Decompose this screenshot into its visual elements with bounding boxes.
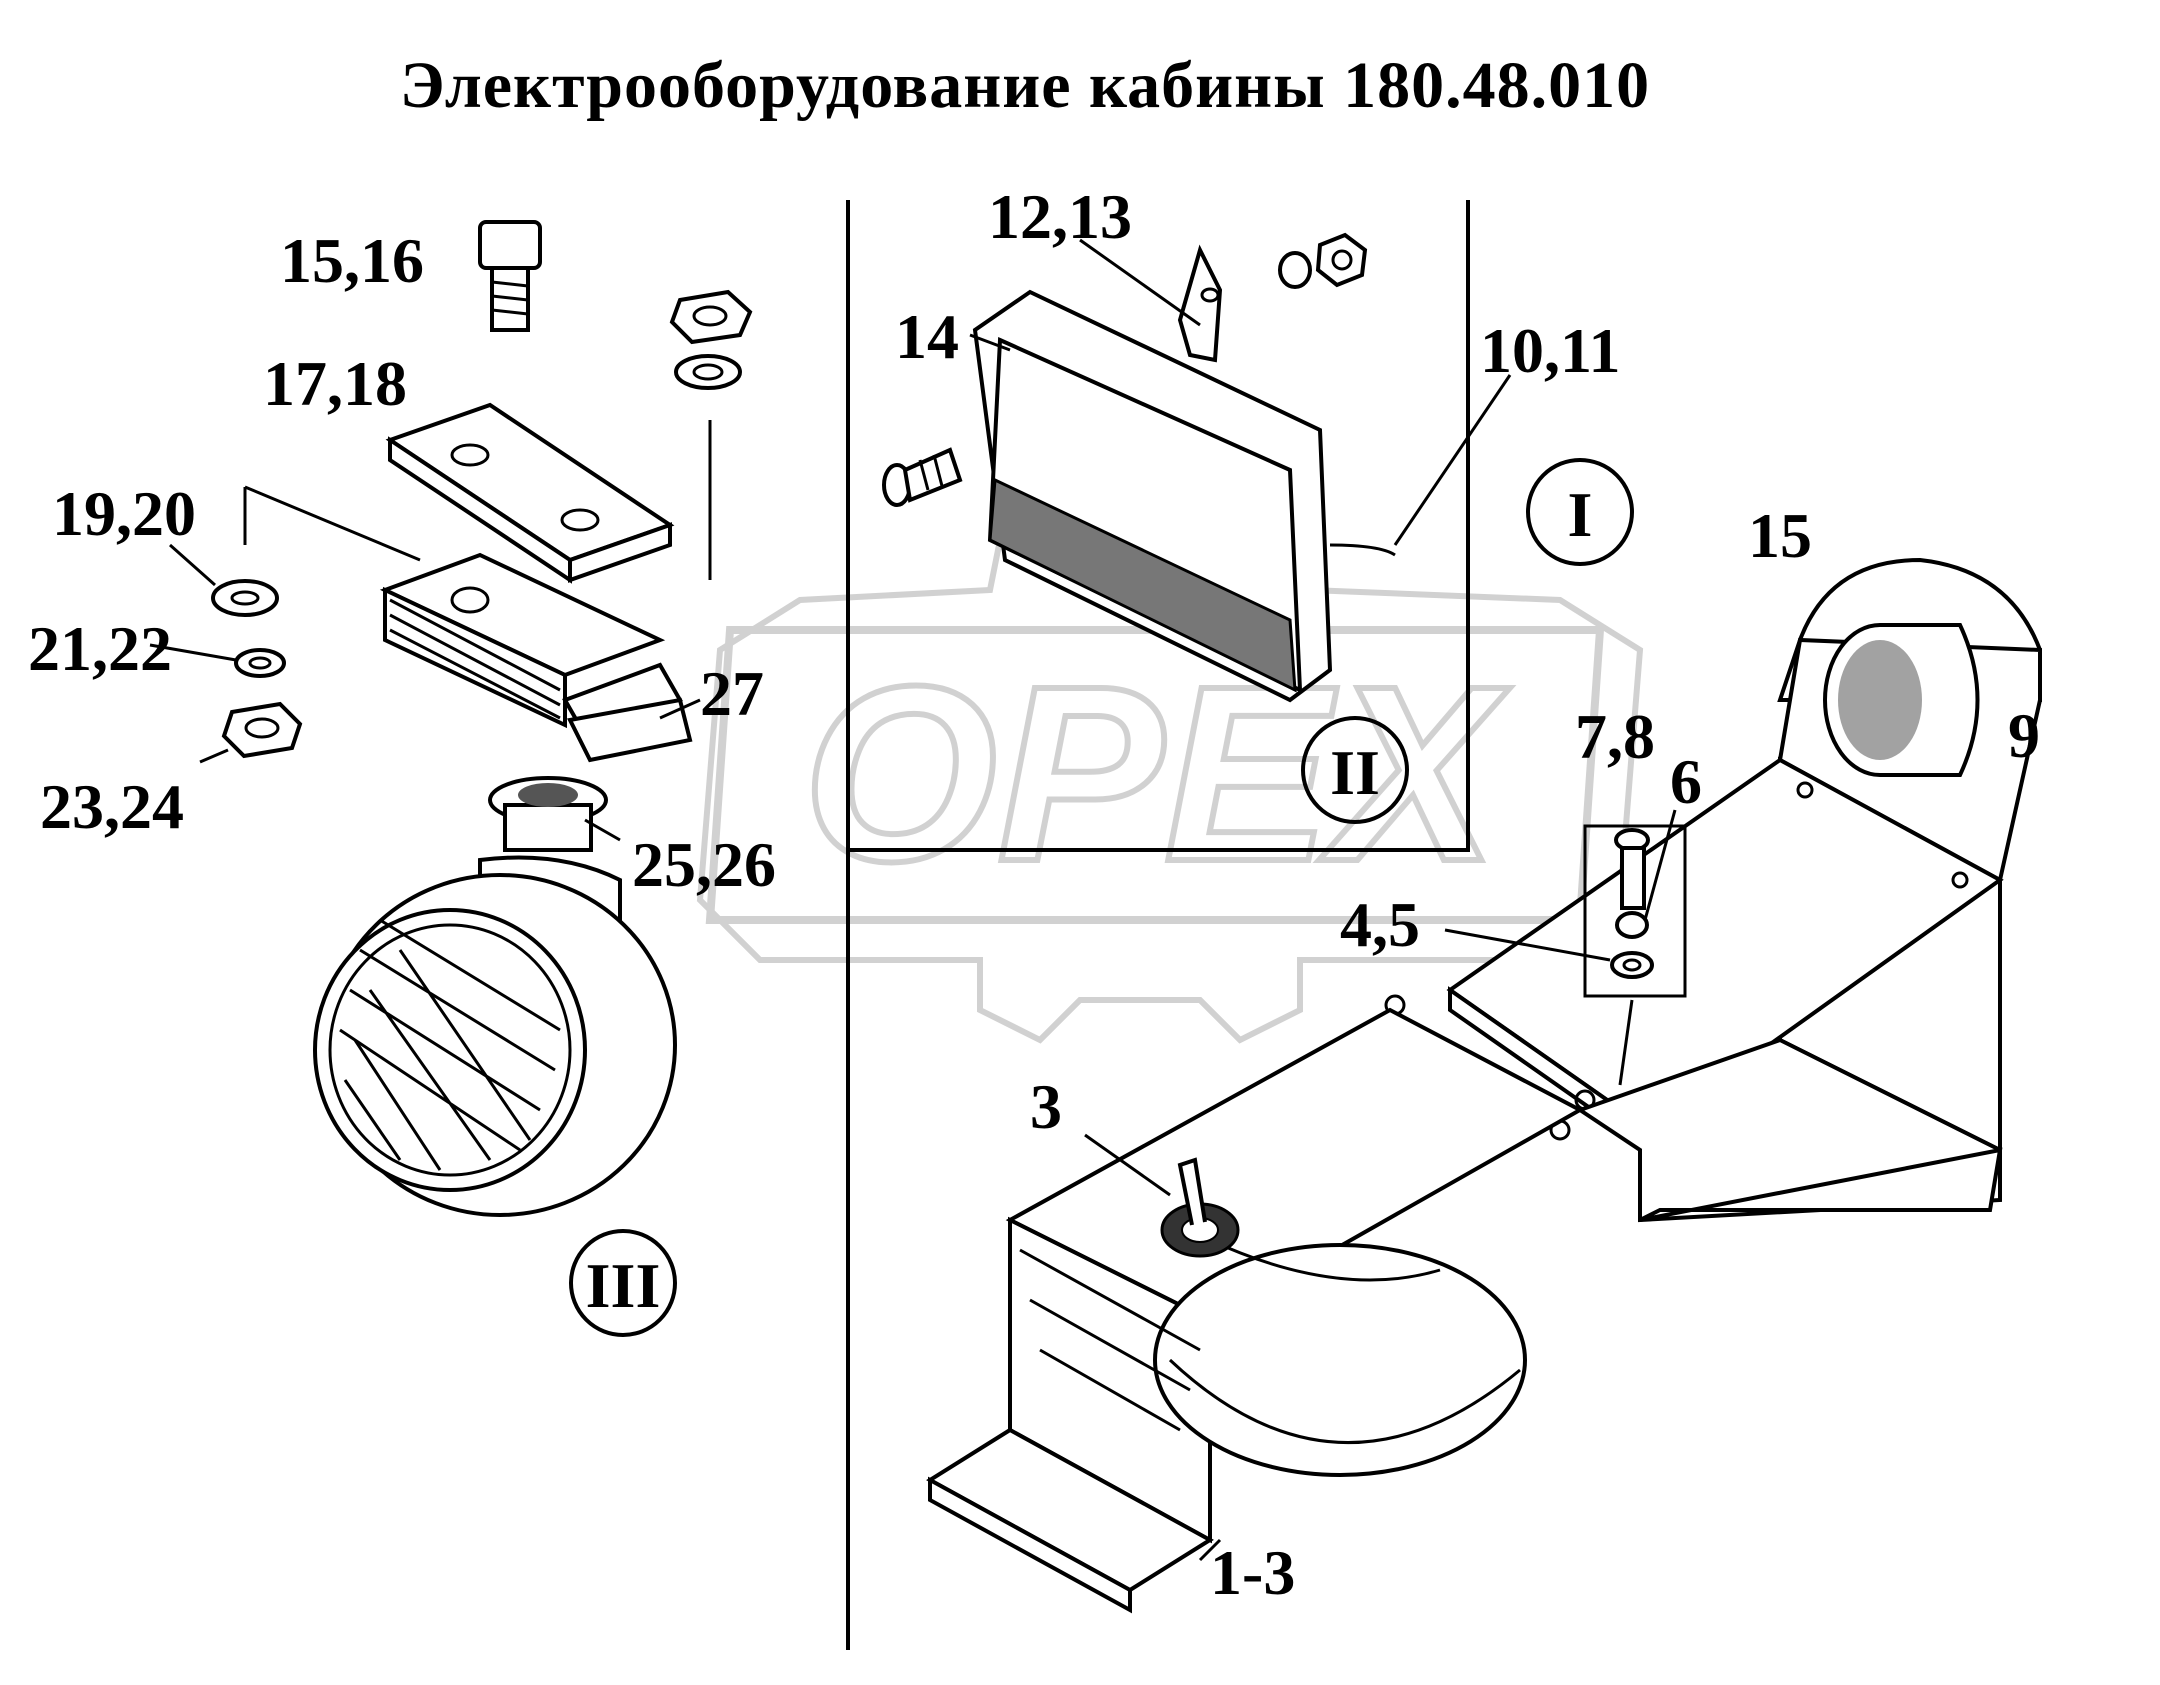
callout-3: 3: [1030, 1071, 1062, 1142]
callout-25-26: 25,26: [632, 829, 776, 900]
work-lamp: [313, 776, 677, 1217]
view-label-ii: II: [1301, 716, 1409, 824]
toggle-switch-3: [1160, 1157, 1240, 1258]
diagram-title: Электрооборудование кабины 180.48.010: [399, 49, 1651, 122]
callout-14: 14: [895, 301, 959, 372]
nut-washer-top: [669, 289, 753, 580]
washer-19-20: [211, 579, 279, 617]
callout-23-24: 23,24: [40, 771, 184, 842]
callout-15-16: 15,16: [280, 225, 424, 296]
nut-washer-box: [1278, 232, 1368, 289]
lamp-15: [1823, 623, 1980, 777]
main-housing: [926, 1007, 2003, 1614]
callout-17-18: 17,18: [263, 348, 407, 419]
bracket-block: [243, 485, 693, 763]
callout-6: 6: [1670, 746, 1702, 817]
callout-4-5: 4,5: [1340, 889, 1420, 960]
screw-14: [882, 447, 963, 507]
svg-text:II: II: [1330, 737, 1380, 808]
plate-17-18: [385, 402, 675, 584]
callout-15: 15: [1748, 500, 1812, 571]
callout-12-13: 12,13: [988, 181, 1132, 252]
svg-text:I: I: [1568, 479, 1593, 550]
callout-27: 27: [700, 658, 764, 729]
view-label-i: I: [1526, 458, 1634, 566]
callout-21-22: 21,22: [28, 613, 172, 684]
callout-10-11: 10,11: [1480, 315, 1620, 386]
view-ii-frame: [848, 200, 1470, 852]
callout-7-8: 7,8: [1575, 701, 1655, 772]
nut-23-24: [221, 701, 303, 759]
callout-19-20: 19,20: [52, 478, 196, 549]
svg-text:III: III: [586, 1250, 661, 1321]
callout-1-3: 1-3: [1210, 1537, 1295, 1608]
cab-light-box: [972, 244, 1396, 703]
spring-washer-21-22: [234, 648, 286, 678]
screw-7-8: [1583, 824, 1687, 1086]
bolt-15-16: [478, 220, 542, 332]
view-label-iii: III: [569, 1229, 677, 1337]
watermark-text: OPEX: [803, 634, 1511, 913]
callout-9: 9: [2008, 700, 2040, 771]
